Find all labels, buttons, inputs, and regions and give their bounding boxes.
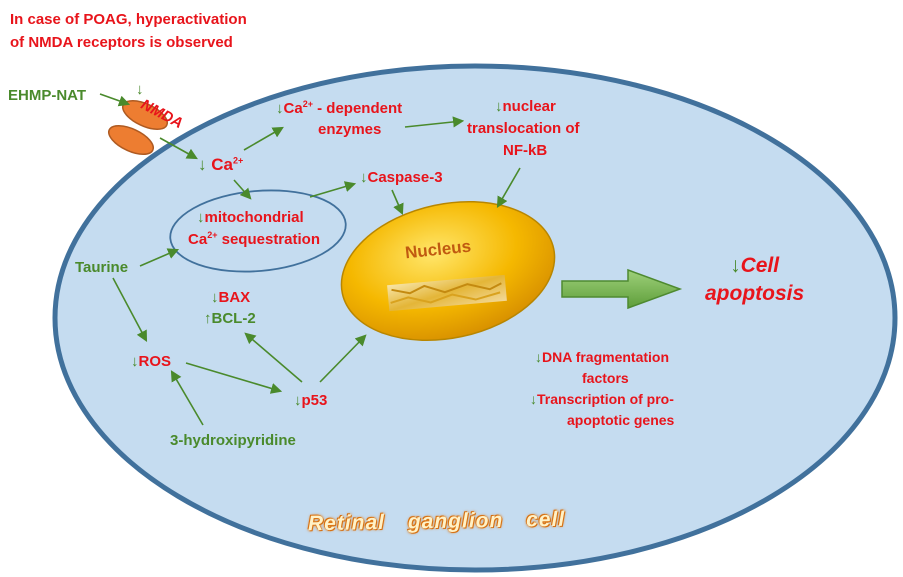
down-arrow-icon: ↓ <box>276 100 284 117</box>
label-trans-line1: ↓Transcription of pro- <box>530 390 674 409</box>
p53-text: p53 <box>301 392 328 409</box>
arrow-mito-caspase <box>309 181 357 198</box>
arrow-ehmp-nmda <box>99 93 131 107</box>
label-dna-line1: ↓DNA fragmentation <box>535 348 669 367</box>
arrow-taurine-ros <box>112 277 148 342</box>
ca-sup: 2+ <box>207 230 218 240</box>
bax-text: BAX <box>218 289 251 306</box>
down-arrow-icon: ↓ <box>535 349 542 365</box>
ca-text: Ca <box>211 155 233 174</box>
down-arrow-icon: ↓ <box>294 392 302 409</box>
arrow-p53-nucleus <box>319 334 367 383</box>
apoptosis-line-2: apoptosis <box>705 282 805 305</box>
arrow-caspase-nucleus <box>391 189 404 216</box>
apoptosis-text-1: Cell <box>740 254 780 277</box>
down-arrow-icon: ↓ <box>530 391 537 407</box>
label-caspase: ↓Caspase-3 <box>360 168 443 187</box>
dna-text-1: DNA fragmentation <box>542 349 670 365</box>
ca-text: Ca <box>188 231 208 248</box>
label-p53: ↓p53 <box>294 391 327 410</box>
arrow-nfkb-nucleus <box>496 167 521 208</box>
label-nfkb-line3: NF-kB <box>503 142 548 159</box>
arrow-ros-p53 <box>185 362 283 394</box>
label-taurine: Taurine <box>75 259 129 276</box>
label-ros: ↓ROS <box>131 352 171 371</box>
down-arrow-icon: ↓ <box>131 353 139 370</box>
label-nfkb-line2: translocation of <box>467 120 580 137</box>
arrow-p53-bcl <box>244 332 303 383</box>
header-line-1: In case of POAG, hyperactivation <box>10 11 247 28</box>
label-mito-line2: Ca2+ sequestration <box>188 230 320 249</box>
label-dna-line2: factors <box>582 370 629 386</box>
label-ca: ↓ Ca2+ <box>198 155 243 174</box>
arrow-ca-mito <box>233 179 252 200</box>
header-line-2: of NMDA receptors is observed <box>10 34 233 51</box>
ca-text: Ca <box>283 100 303 117</box>
down-arrow-icon: ↓ <box>198 155 207 174</box>
label-bax: ↓BAX <box>211 288 250 307</box>
label-ca-enzymes-line2: enzymes <box>318 121 382 138</box>
arrow-taurine-mito <box>139 248 180 267</box>
ca-sup: 2+ <box>232 155 244 166</box>
label-apoptosis: ↓Cell apoptosis <box>705 252 804 308</box>
label-hydroxipyridine: 3-hydroxipyridine <box>170 432 296 449</box>
down-arrow-icon: ↓ <box>211 289 219 306</box>
enzymes-text: - dependent <box>312 100 403 117</box>
label-trans-line2: apoptotic genes <box>567 412 675 428</box>
mitochondria-outline <box>169 189 347 273</box>
label-bcl2: ↑BCL-2 <box>204 309 256 328</box>
down-arrow-icon: ↓ <box>136 81 144 98</box>
arrow-nmda-ca <box>159 137 198 160</box>
arrow-enzymes-nfkb <box>404 116 465 128</box>
up-arrow-icon: ↑ <box>204 310 212 327</box>
apoptosis-line-1: ↓Cell <box>705 252 804 280</box>
big-arrow <box>561 268 683 310</box>
trans-text-1: Transcription of pro- <box>537 391 674 407</box>
arrow-ca-enzymes <box>243 126 284 151</box>
down-arrow-icon: ↓ <box>197 209 205 226</box>
mito-text: mitochondrial <box>204 209 304 226</box>
ros-text: ROS <box>138 353 172 370</box>
down-arrow-icon: ↓ <box>730 254 741 277</box>
nfkb-text-1: nuclear <box>502 98 556 115</box>
sequestration-text: sequestration <box>217 231 320 248</box>
caspase-text: Caspase-3 <box>367 169 443 186</box>
chromatin-texture <box>387 274 507 312</box>
arrow-hydroxi-ros <box>170 370 204 426</box>
down-arrow-icon: ↓ <box>495 98 503 115</box>
label-ehmp-nat: EHMP-NAT <box>8 87 87 104</box>
label-mito-line1: ↓mitochondrial <box>197 208 304 227</box>
down-arrow-icon: ↓ <box>360 169 368 186</box>
nmda-down-arrow: ↓ <box>136 80 144 99</box>
bcl2-text: BCL-2 <box>211 310 256 327</box>
nmda-receptor-lower <box>108 125 154 155</box>
ca-sup: 2+ <box>302 99 313 109</box>
label-nfkb-line1: ↓nuclear <box>495 97 556 116</box>
label-cell-name: Retinal ganglion cell <box>307 507 566 536</box>
label-ca-enzymes-line1: ↓Ca2+ - dependent <box>276 99 402 118</box>
